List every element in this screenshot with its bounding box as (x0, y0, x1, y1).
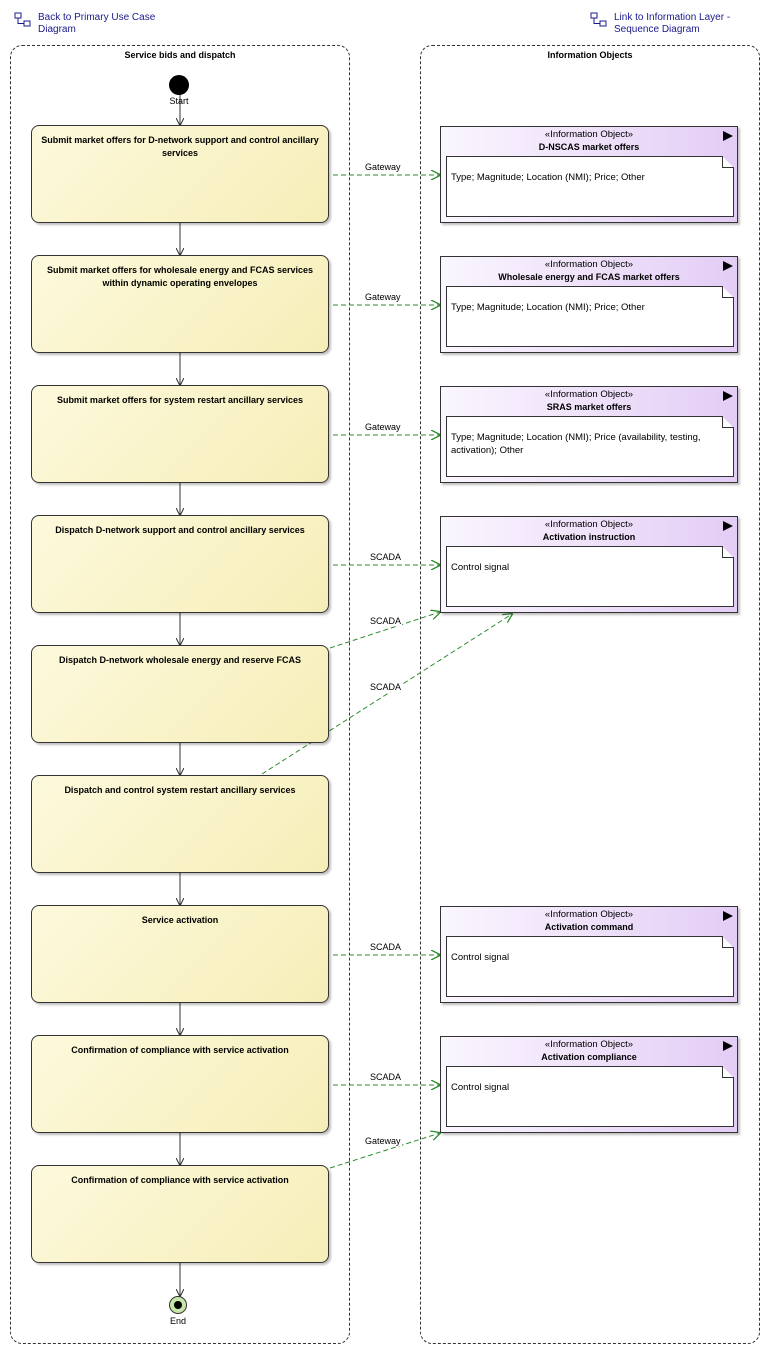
flow-label: SCADA (369, 942, 403, 952)
info-object-name: Activation command (544, 922, 634, 932)
info-object-activation-instruction[interactable]: «Information Object» Activation instruct… (440, 516, 738, 613)
flag-icon (723, 1041, 733, 1051)
lane-title-right: Information Objects (547, 50, 633, 60)
flag-icon (723, 261, 733, 271)
action-confirmation-compliance-2[interactable]: Confirmation of compliance with service … (31, 1165, 329, 1263)
note-fold-icon (722, 546, 734, 558)
note-fold-icon (722, 936, 734, 948)
flag-icon (723, 911, 733, 921)
end-node (169, 1296, 187, 1314)
stereotype-label: «Information Object» (544, 519, 634, 530)
info-object-dnscas-offers[interactable]: «Information Object» D-NSCAS market offe… (440, 126, 738, 223)
flow-label: SCADA (369, 552, 403, 562)
info-object-attributes: Type; Magnitude; Location (NMI); Price; … (446, 286, 734, 347)
info-object-attributes: Control signal (446, 546, 734, 607)
action-dispatch-dnscas[interactable]: Dispatch D-network support and control a… (31, 515, 329, 613)
action-label: Service activation (141, 915, 219, 925)
info-object-sras-offers[interactable]: «Information Object» SRAS market offers … (440, 386, 738, 483)
action-submit-dnscas-offers[interactable]: Submit market offers for D-network suppo… (31, 125, 329, 223)
flow-label: SCADA (369, 682, 403, 692)
action-submit-sras-offers[interactable]: Submit market offers for system restart … (31, 385, 329, 483)
note-fold-icon (722, 416, 734, 428)
link-to-information-layer[interactable]: Link to Information Layer - Sequence Dia… (590, 12, 754, 36)
note-fold-icon (722, 1066, 734, 1078)
object-flow-arrow (261, 614, 512, 775)
lane-title-left: Service bids and dispatch (124, 50, 236, 60)
info-object-attributes: Control signal (446, 936, 734, 997)
action-label: Dispatch and control system restart anci… (64, 785, 296, 795)
action-submit-wholesale-offers[interactable]: Submit market offers for wholesale energ… (31, 255, 329, 353)
action-confirmation-compliance-1[interactable]: Confirmation of compliance with service … (31, 1035, 329, 1133)
lane-service-bids (10, 45, 350, 1344)
info-object-attributes: Type; Magnitude; Location (NMI); Price; … (446, 156, 734, 217)
object-flow-arrow (329, 612, 440, 649)
stereotype-label: «Information Object» (544, 1039, 634, 1050)
info-object-attributes: Control signal (446, 1066, 734, 1127)
flow-label: Gateway (364, 292, 402, 302)
flow-label: Gateway (364, 422, 402, 432)
end-label: End (169, 1316, 186, 1326)
action-service-activation[interactable]: Service activation (31, 905, 329, 1003)
stereotype-label: «Information Object» (544, 259, 634, 270)
info-object-attributes: Type; Magnitude; Location (NMI); Price (… (446, 416, 734, 477)
forward-link-text: Link to Information Layer - Sequence Dia… (614, 12, 731, 35)
info-object-activation-compliance[interactable]: «Information Object» Activation complian… (440, 1036, 738, 1133)
flow-label: SCADA (369, 616, 403, 626)
info-object-name: Wholesale energy and FCAS market offers (498, 272, 680, 282)
action-label: Confirmation of compliance with service … (71, 1175, 289, 1185)
flow-label: Gateway (364, 162, 402, 172)
diagram-link-icon (14, 12, 31, 27)
flag-icon (723, 391, 733, 401)
start-label: Start (169, 96, 189, 106)
note-fold-icon (722, 286, 734, 298)
lane-information-objects (420, 45, 760, 1344)
start-node (169, 75, 189, 95)
back-to-primary-use-case-link[interactable]: Back to Primary Use Case Diagram (14, 12, 168, 36)
action-label: Submit market offers for D-network suppo… (41, 135, 319, 158)
info-object-name: SRAS market offers (546, 402, 632, 412)
stereotype-label: «Information Object» (544, 129, 634, 140)
flow-label: Gateway (364, 1136, 402, 1146)
action-dispatch-sras[interactable]: Dispatch and control system restart anci… (31, 775, 329, 873)
info-object-activation-command[interactable]: «Information Object» Activation command … (440, 906, 738, 1003)
info-object-name: Activation compliance (541, 1052, 637, 1062)
action-dispatch-wholesale-fcas[interactable]: Dispatch D-network wholesale energy and … (31, 645, 329, 743)
stereotype-label: «Information Object» (544, 909, 634, 920)
info-object-wholesale-offers[interactable]: «Information Object» Wholesale energy an… (440, 256, 738, 353)
action-label: Submit market offers for wholesale energ… (46, 265, 314, 288)
note-fold-icon (722, 156, 734, 168)
stereotype-label: «Information Object» (544, 389, 634, 400)
flag-icon (723, 131, 733, 141)
back-link-text: Back to Primary Use Case Diagram (38, 12, 156, 35)
object-flow-arrow (329, 1133, 440, 1169)
action-label: Dispatch D-network support and control a… (55, 525, 305, 535)
flag-icon (723, 521, 733, 531)
info-object-name: D-NSCAS market offers (538, 142, 640, 152)
flow-label: SCADA (369, 1072, 403, 1082)
diagram-link-icon (590, 12, 607, 27)
action-label: Dispatch D-network wholesale energy and … (58, 655, 302, 665)
info-object-name: Activation instruction (542, 532, 636, 542)
action-label: Confirmation of compliance with service … (71, 1045, 289, 1055)
action-label: Submit market offers for system restart … (56, 395, 304, 405)
